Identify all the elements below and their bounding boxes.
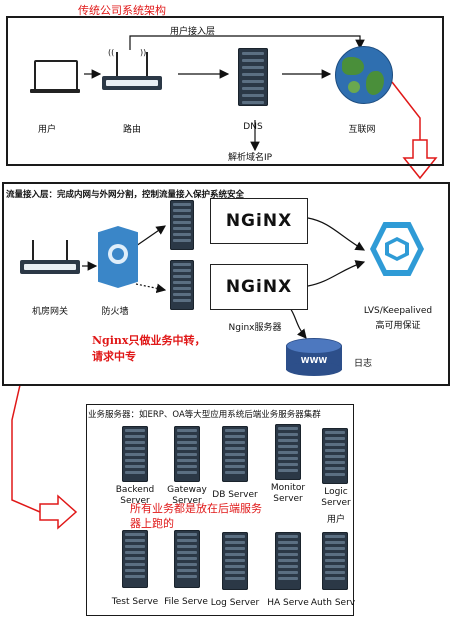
lvs-icon [370, 222, 424, 276]
backend-server-icon [122, 426, 148, 482]
arrow-firewall-nginx-bottom [135, 283, 167, 293]
dns-label: DNS [243, 122, 263, 132]
user-label: 用户 [37, 125, 57, 135]
curve-nginx1-lvs [307, 217, 366, 251]
nginx-server-label: Nginx服务器 [228, 323, 282, 333]
nginx-note-line1: Nginx只做业务中转， [92, 334, 206, 347]
gateway-router-icon [20, 236, 80, 276]
monitor-server-label-2: Server [273, 494, 303, 504]
red-flow-top [391, 81, 421, 140]
dns-server-icon [238, 48, 268, 106]
www-database-icon: WWW [286, 338, 342, 376]
gateway-label: 机房网关 [31, 307, 69, 317]
backend-server-label-2: Server [120, 496, 150, 506]
curve-nginx2-lvs [307, 260, 366, 287]
db-server-label: DB Server [212, 490, 258, 500]
globe-icon [335, 46, 393, 104]
curve-nginx-www [289, 307, 307, 339]
bottom-note-line1: 所有业务都是放在后端服务 [130, 502, 262, 515]
server-icon-1 [170, 200, 194, 250]
firewall-label: 防火墙 [101, 307, 129, 317]
arrow-user-access-path [129, 35, 365, 50]
bottom-section-title: 业务服务器：如ERP、OA等大型应用系统后端业务服务器集群 [88, 410, 321, 420]
arrow-firewall-nginx-top [135, 225, 166, 247]
log-server-label: Log Server [210, 598, 260, 608]
server-icon-2 [170, 260, 194, 310]
nginx-note-line2: 请求中专 [92, 350, 136, 363]
auth-server-icon [322, 532, 348, 590]
db-server-icon [222, 426, 248, 482]
test-server-icon [122, 530, 148, 588]
lvs-label-line2: 高可用保证 [375, 321, 421, 331]
firewall-icon [98, 226, 138, 288]
red-down-arrow-top [402, 139, 438, 180]
dns-resolve-label: 解析域名IP [228, 153, 273, 163]
log-server-icon [222, 532, 248, 590]
logic-server-label-1: Logic [324, 487, 348, 497]
test-server-label: Test Serve [111, 597, 159, 607]
ha-server-label: HA Serve [267, 598, 309, 608]
nginx-logo-1: NGiNX [210, 198, 308, 244]
logic-server-label-2: Server [321, 498, 351, 508]
gateway-server-label-1: Gateway [167, 485, 207, 495]
backend-server-label-1: Backend [115, 485, 155, 495]
middle-section-title: 流量接入层：完成内网与外网分割，控制流量接入保护系统安全 [6, 190, 245, 200]
file-server-icon [174, 530, 200, 588]
red-flow-bottom [11, 384, 41, 513]
nginx-logo-2: NGiNX [210, 264, 308, 310]
router-label: 路由 [122, 125, 142, 135]
gateway-server-icon [174, 426, 200, 482]
logic-server-icon [322, 428, 348, 484]
laptop-icon [30, 60, 80, 96]
middle-section-box [2, 182, 450, 386]
lvs-label-line1: LVS/Keepalived [363, 306, 433, 316]
internet-label: 互联网 [348, 125, 376, 135]
user-access-label: 用户接入层 [170, 27, 216, 37]
ha-server-icon [275, 532, 301, 590]
top-section-title: 传统公司系统架构 [78, 4, 166, 17]
monitor-server-icon [275, 424, 301, 480]
router-icon: (( )) [102, 48, 162, 98]
bottom-section-box [86, 404, 354, 616]
top-section-box [6, 16, 444, 166]
www-label: WWW [300, 356, 328, 365]
log-label: 日志 [354, 359, 373, 369]
red-right-arrow-bottom [39, 494, 78, 530]
file-server-label: File Serve [164, 597, 208, 607]
logic-server-extra-label: 用户 [326, 515, 346, 525]
gateway-server-label-2: Server [172, 496, 202, 506]
auth-server-label: Auth Serv [310, 598, 356, 608]
monitor-server-label-1: Monitor [270, 483, 306, 493]
bottom-note-line2: 器上跑的 [130, 517, 174, 530]
